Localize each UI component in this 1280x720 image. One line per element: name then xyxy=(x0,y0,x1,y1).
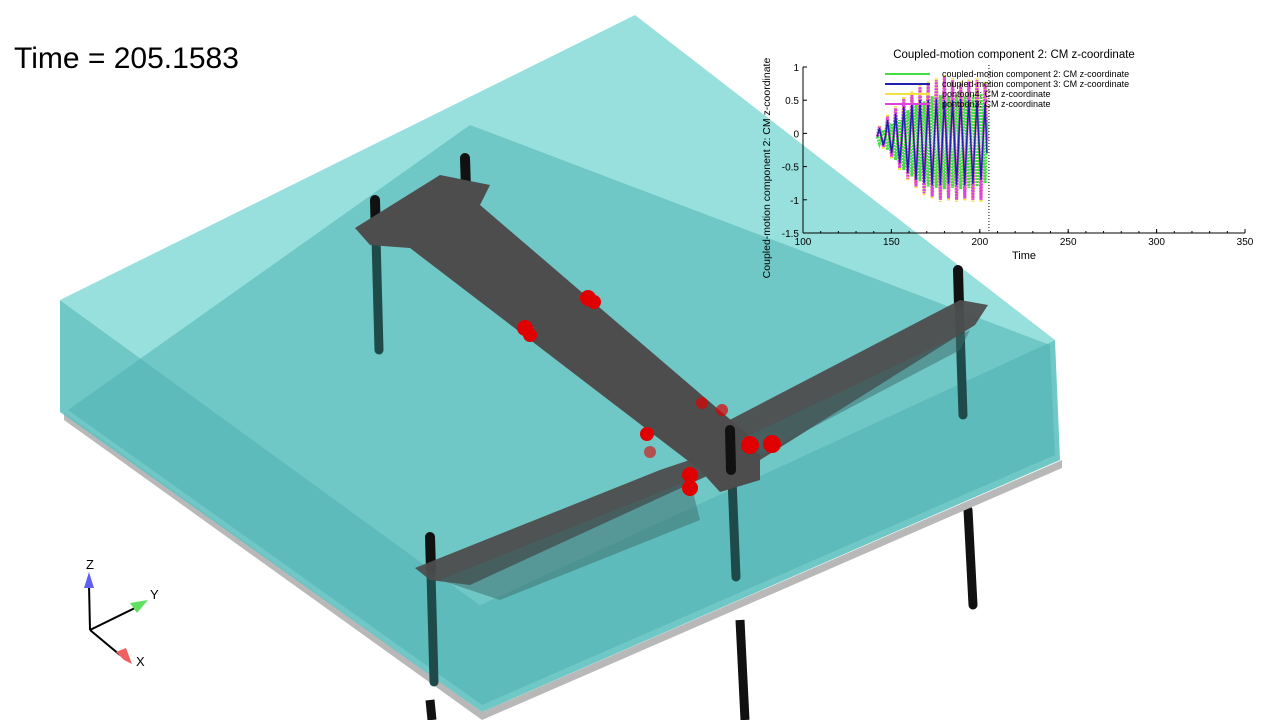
marker-sphere xyxy=(682,467,698,483)
y-axis-label: Y xyxy=(150,587,159,602)
marker-sphere xyxy=(741,436,759,454)
marker-sphere xyxy=(696,397,708,409)
axes-triad xyxy=(84,572,148,664)
markers xyxy=(517,290,781,496)
marker-sphere xyxy=(716,404,728,416)
z-axis-line xyxy=(88,584,91,631)
left-pontoon xyxy=(415,448,725,585)
x-axis-arrow-icon xyxy=(116,648,132,664)
z-axis-label: Z xyxy=(86,557,94,572)
support-leg xyxy=(963,505,978,610)
post xyxy=(725,425,736,475)
marker-sphere xyxy=(587,295,601,309)
y-axis-line xyxy=(89,607,136,631)
marker-sphere xyxy=(523,328,537,342)
time-label: Time = xyxy=(14,42,114,75)
marker-sphere xyxy=(763,435,781,453)
z-axis-arrow-icon xyxy=(84,572,94,588)
floating-structure xyxy=(355,175,988,600)
x-axis-label: X xyxy=(136,654,145,669)
marker-sphere xyxy=(644,446,656,458)
time-readout: Time = 205.1583 xyxy=(14,42,239,76)
x-axis-line xyxy=(89,629,121,656)
pontoon-shadow xyxy=(740,330,970,455)
y-axis-arrow-icon xyxy=(130,600,148,613)
main-beam xyxy=(355,175,760,492)
marker-sphere xyxy=(682,480,698,496)
water-interior xyxy=(68,125,1055,705)
pontoon-shadow xyxy=(440,480,700,600)
support-leg xyxy=(735,619,750,720)
marker-sphere xyxy=(640,427,654,441)
time-value: 205.1583 xyxy=(113,42,239,75)
support-leg xyxy=(425,699,437,720)
post xyxy=(953,265,964,310)
